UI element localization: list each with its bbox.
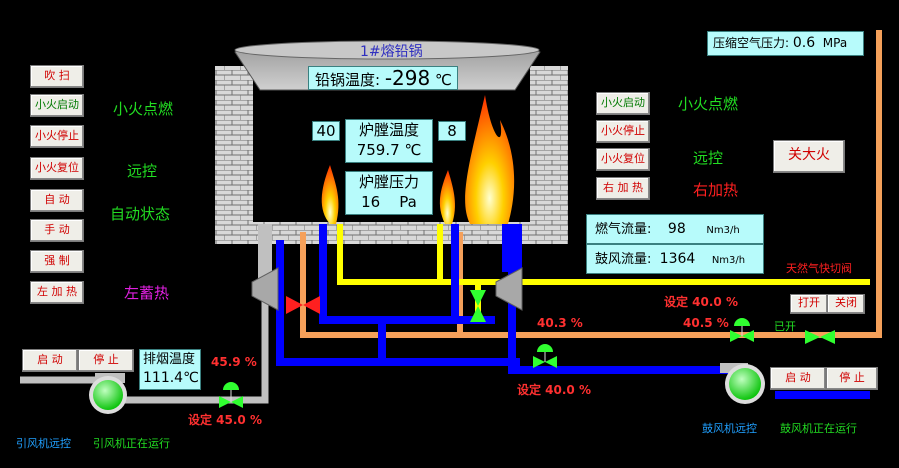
air-valve-output: 40.3 % (537, 316, 583, 330)
furnace-temp-value: 759.7 (356, 141, 400, 159)
air-control-valve (533, 344, 557, 368)
pot-temp-value: -298 (384, 66, 431, 90)
furnace-brick-wall (215, 66, 568, 244)
left-pilot-start-button[interactable]: 小火启动 (30, 94, 84, 117)
pot-title: 1#熔铅锅 (360, 44, 423, 60)
induced-fan-remote: 引风机远控 (16, 437, 71, 450)
gas-valve-output: 40.5 % (683, 316, 729, 330)
right-pilot-reset-button[interactable]: 小火复位 (596, 148, 650, 171)
exhaust-temp-value: 111.4 (143, 370, 184, 386)
main-flame-off-button[interactable]: 关大火 (773, 140, 845, 173)
left-pilot-lit-status: 小火点燃 (113, 100, 174, 118)
manual-button[interactable]: 手 动 (30, 219, 84, 242)
left-regen-status: 左蓄热 (124, 284, 170, 302)
blower-fan-remote: 鼓风机远控 (702, 422, 757, 435)
right-heat-button[interactable]: 右 加 热 (596, 177, 650, 200)
gas-shutoff-valve (805, 330, 835, 344)
induced-fan-icon (89, 373, 127, 414)
induced-fan-start-button[interactable]: 启 动 (22, 349, 78, 372)
gas-shutoff-label: 天然气快切阀 (786, 262, 852, 275)
air-flow-value: 1364 (659, 251, 696, 267)
gas-valve-state: 已开 (774, 320, 796, 333)
air-flow-display: 鼓风流量: 1364 Nm3/h (586, 244, 764, 274)
gas-valve-setpoint: 设定 40.0 % (664, 295, 738, 309)
exhaust-temp-display: 排烟温度 111.4℃ (139, 349, 201, 390)
air-damper (495, 267, 523, 311)
gas-valve-middle (470, 290, 486, 322)
right-pilot-lit-status: 小火点燃 (678, 95, 739, 113)
pot-temp-display: 铅锅温度: -298 ℃ (308, 66, 458, 90)
induced-fan-stop-button[interactable]: 停 止 (78, 349, 134, 372)
blower-fan-stop-button[interactable]: 停 止 (826, 367, 878, 390)
flue-control-valve (219, 382, 243, 408)
left-pilot-reset-button[interactable]: 小火复位 (30, 157, 84, 180)
right-heat-status: 右加热 (693, 181, 739, 199)
flue-valve-output: 45.9 % (211, 355, 257, 369)
auto-button[interactable]: 自 动 (30, 189, 84, 212)
force-button[interactable]: 强 制 (30, 250, 84, 273)
gas-flow-value: 98 (667, 221, 686, 237)
right-pilot-stop-button[interactable]: 小火停止 (596, 120, 650, 143)
right-remote-status: 远控 (693, 149, 724, 167)
air-pressure-display: 压缩空气压力: 0.6 MPa (707, 31, 864, 56)
blower-fan-icon (720, 363, 765, 404)
purge-button[interactable]: 吹 扫 (30, 65, 84, 88)
air-valve-setpoint: 设定 40.0 % (517, 383, 591, 397)
left-pilot-stop-button[interactable]: 小火停止 (30, 125, 84, 148)
air-pipe (276, 224, 870, 399)
furnace-left-num: 40 (312, 121, 340, 141)
furnace-right-num: 8 (438, 121, 466, 141)
induced-fan-status: 引风机正在运行 (93, 437, 170, 450)
auto-state-status: 自动状态 (110, 205, 171, 223)
gas-valve-close-button[interactable]: 关闭 (827, 294, 865, 314)
flame-icon (321, 95, 515, 224)
furnace-pressure-display: 炉膛压力 16 Pa (345, 171, 433, 215)
air-pressure-value: 0.6 (792, 35, 816, 51)
left-remote-status: 远控 (127, 162, 158, 180)
flue-valve-setpoint: 设定 45.0 % (188, 413, 262, 427)
left-heat-button[interactable]: 左 加 热 (30, 281, 84, 304)
blower-fan-start-button[interactable]: 启 动 (770, 367, 826, 390)
furnace-temp-display: 炉膛温度 759.7 ℃ (345, 119, 433, 163)
gas-valve-open-button[interactable]: 打开 (790, 294, 828, 314)
flue-damper (251, 267, 279, 311)
gas-flow-display: 燃气流量: 98 Nm3/h (586, 214, 764, 244)
furnace-pressure-value: 16 (361, 193, 381, 211)
right-pilot-start-button[interactable]: 小火启动 (596, 92, 650, 115)
gas-control-valve (730, 318, 754, 342)
blower-fan-status: 鼓风机正在运行 (780, 422, 857, 435)
furnace-left-valve (286, 296, 320, 314)
